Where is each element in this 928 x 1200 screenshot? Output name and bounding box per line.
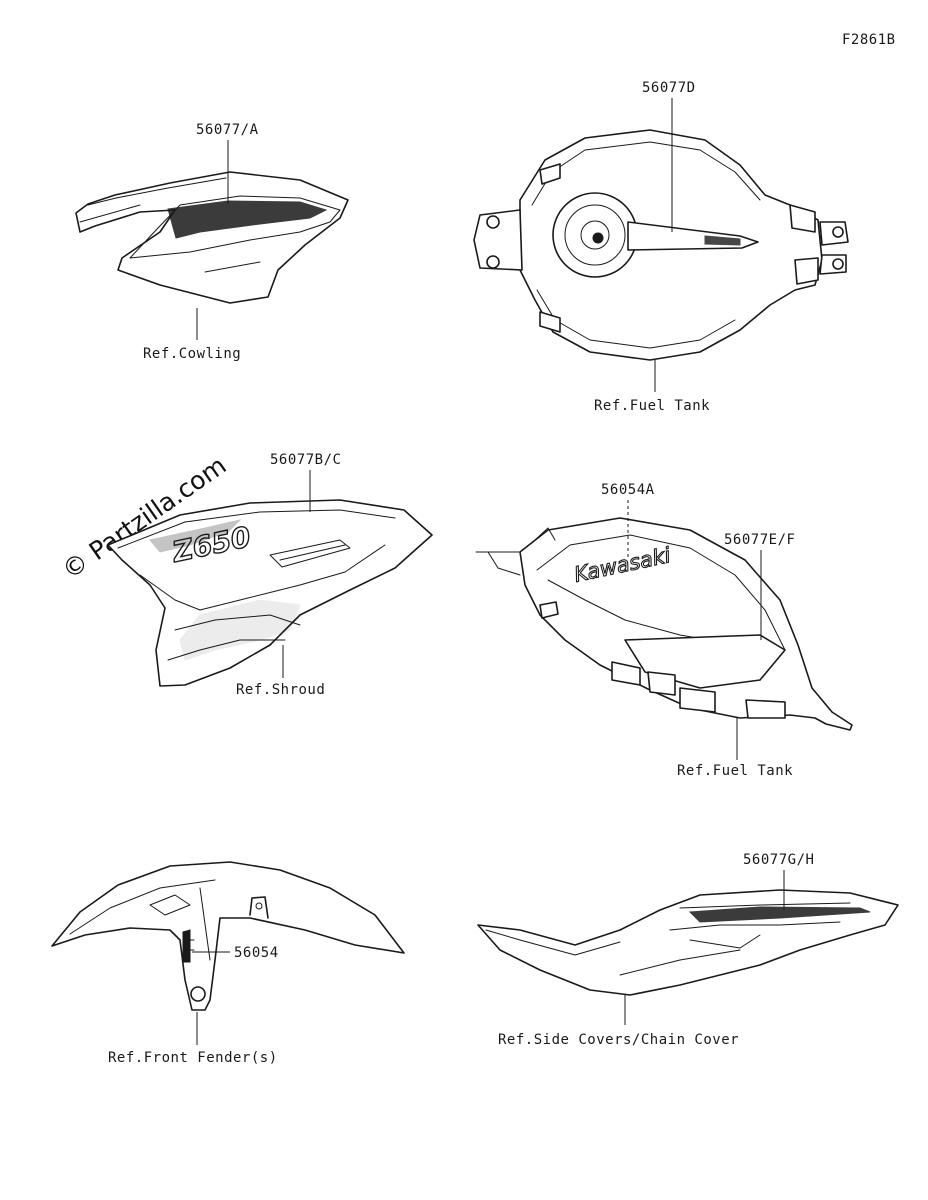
figure-id: F2861B — [842, 32, 896, 48]
shroud-ref-label: Ref.Shroud — [236, 682, 325, 698]
cowling-part-label: 56077/A — [196, 122, 259, 138]
fuel-tank-side-illustration — [475, 517, 853, 731]
fender-ref-label: Ref.Front Fender(s) — [108, 1050, 278, 1066]
shroud-part-label: 56077B/C — [270, 452, 341, 468]
tank-top-ref-label: Ref.Fuel Tank — [594, 398, 710, 414]
side-cover-ref-label: Ref.Side Covers/Chain Cover — [498, 1032, 739, 1048]
tank-side-part-label-2: 56077E/F — [724, 532, 795, 548]
front-fender-illustration — [51, 861, 405, 1011]
shroud-illustration — [107, 499, 433, 687]
cowling-ref-label: Ref.Cowling — [143, 346, 241, 362]
side-cover-part-label: 56077G/H — [743, 852, 814, 868]
tank-side-ref-label: Ref.Fuel Tank — [677, 763, 793, 779]
tank-side-part-label-1: 56054A — [601, 482, 655, 498]
fuel-tank-top-illustration — [473, 129, 849, 361]
side-cover-illustration — [477, 889, 899, 996]
cowling-illustration — [75, 171, 349, 304]
fender-part-label: 56054 — [234, 945, 279, 961]
tank-top-part-label: 56077D — [642, 80, 696, 96]
